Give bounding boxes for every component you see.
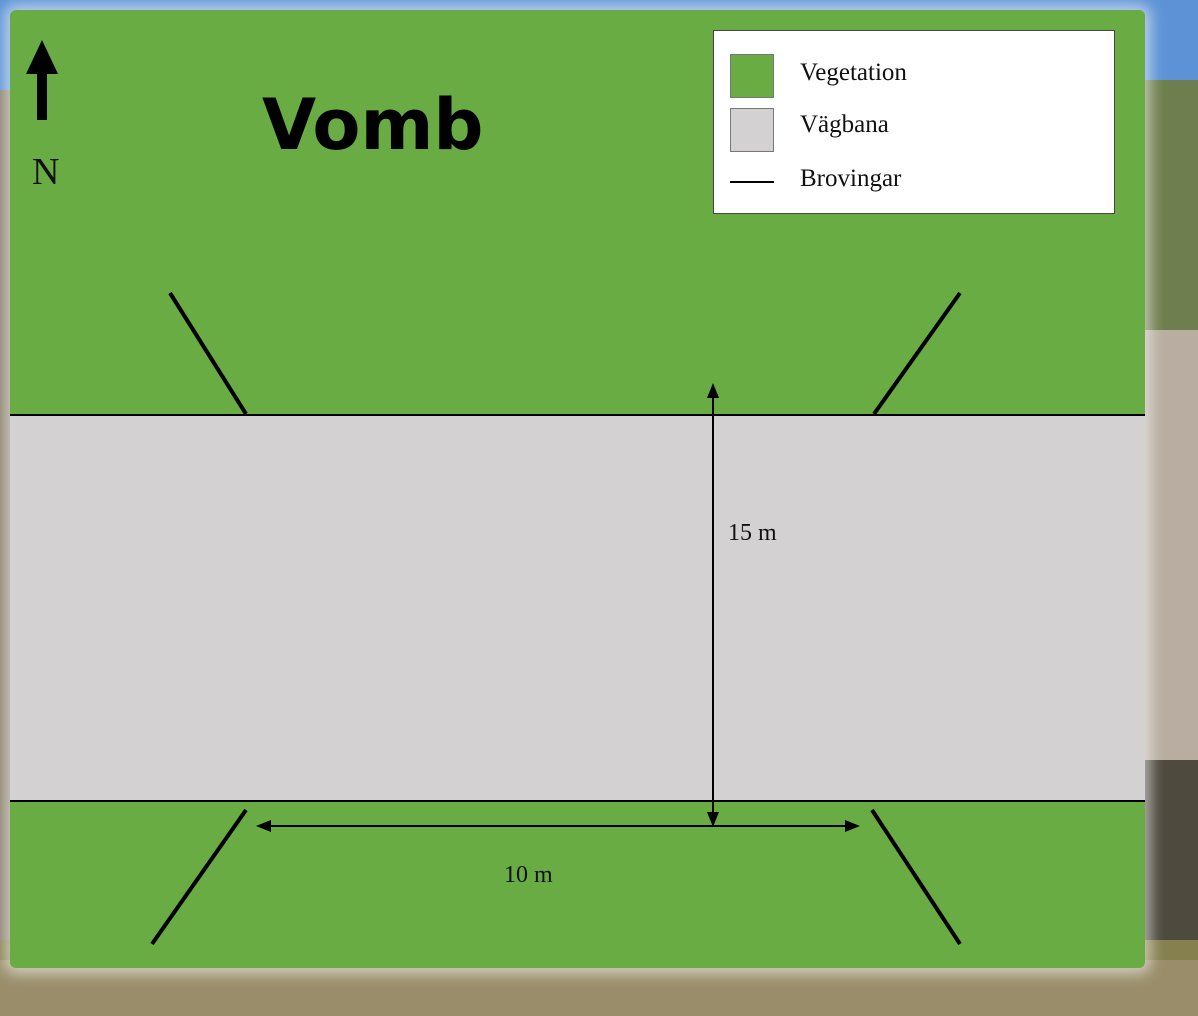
legend-item-road bbox=[730, 107, 774, 153]
road-area bbox=[10, 415, 1145, 801]
legend-label-vegetation: Vegetation bbox=[800, 59, 907, 86]
wing-line-symbol bbox=[730, 181, 774, 183]
site-plan-drawing bbox=[10, 40, 1145, 946]
road-width-label: 15 m bbox=[728, 520, 777, 546]
bridge-wing-ne bbox=[872, 291, 962, 416]
legend-label-road: Vägbana bbox=[800, 111, 889, 138]
legend-label-wings: Brovingar bbox=[800, 165, 902, 192]
road-swatch bbox=[730, 108, 774, 152]
arrowhead-left bbox=[256, 820, 271, 832]
site-diagram: Vomb N Vegetation Vägbana Brovingar 15 m… bbox=[10, 10, 1145, 968]
wing-spacing-label: 10 m bbox=[504, 862, 553, 888]
bridge-wing-nw bbox=[168, 291, 248, 416]
arrowhead-up bbox=[707, 383, 719, 398]
north-label: N bbox=[32, 151, 60, 193]
bridge-wing-sw bbox=[150, 808, 248, 946]
legend-item-vegetation bbox=[730, 53, 774, 99]
legend-item-wings bbox=[730, 159, 774, 205]
arrowhead-right bbox=[845, 820, 860, 832]
north-arrow-icon bbox=[26, 40, 58, 120]
diagram-title: Vomb bbox=[262, 84, 484, 166]
bridge-wing-se bbox=[870, 808, 962, 946]
vegetation-swatch bbox=[730, 54, 774, 98]
arrowhead-down bbox=[707, 812, 719, 827]
legend: Vegetation Vägbana Brovingar bbox=[713, 30, 1115, 214]
